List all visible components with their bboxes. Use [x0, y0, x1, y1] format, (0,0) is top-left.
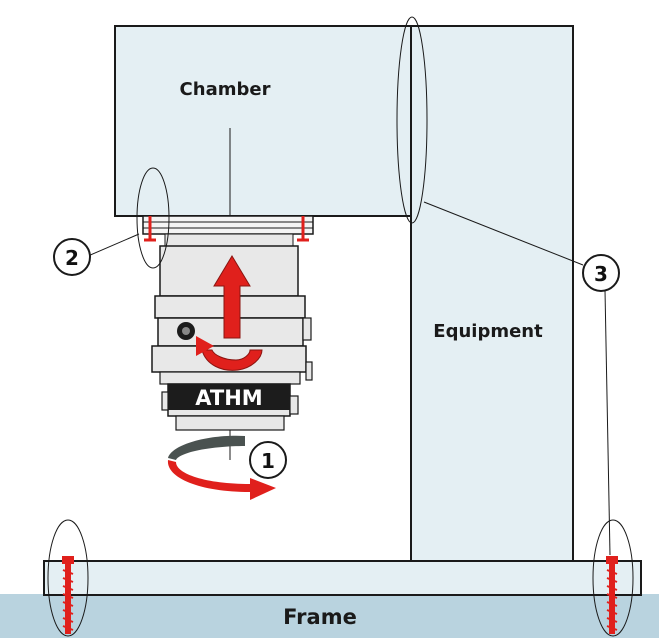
equipment-column [410, 25, 574, 562]
pump-model-label: ATHM [195, 386, 262, 410]
frame-plate [43, 560, 642, 596]
callout-3-leader-equipment [423, 201, 584, 266]
up-arrow-icon [213, 255, 251, 339]
callout-2-ellipse [136, 167, 170, 269]
callout-2-leader [87, 233, 140, 257]
frame-screw-left-ellipse [47, 519, 89, 637]
callout-3-number: 3 [594, 262, 608, 286]
callout-1: 1 [249, 441, 287, 479]
frame-screw-left [62, 556, 74, 634]
chamber-label: Chamber [180, 79, 271, 100]
frame-screw-right [606, 556, 618, 634]
equipment-label: Equipment [433, 321, 543, 342]
callout-3-ellipse [396, 16, 428, 224]
curved-arrow-icon [201, 349, 263, 371]
callout-2-number: 2 [65, 246, 79, 270]
rotation-arrow-icon [167, 435, 276, 500]
callout-3: 3 [582, 254, 620, 292]
callout-2: 2 [53, 238, 91, 276]
frame-base [0, 594, 659, 638]
frame-label: Frame [283, 605, 357, 629]
pump-flange [142, 215, 314, 242]
callout-3-leader-frame [604, 289, 611, 556]
chamber [114, 25, 412, 217]
callout-1-number: 1 [261, 449, 275, 473]
frame-screw-right-ellipse [592, 519, 634, 637]
